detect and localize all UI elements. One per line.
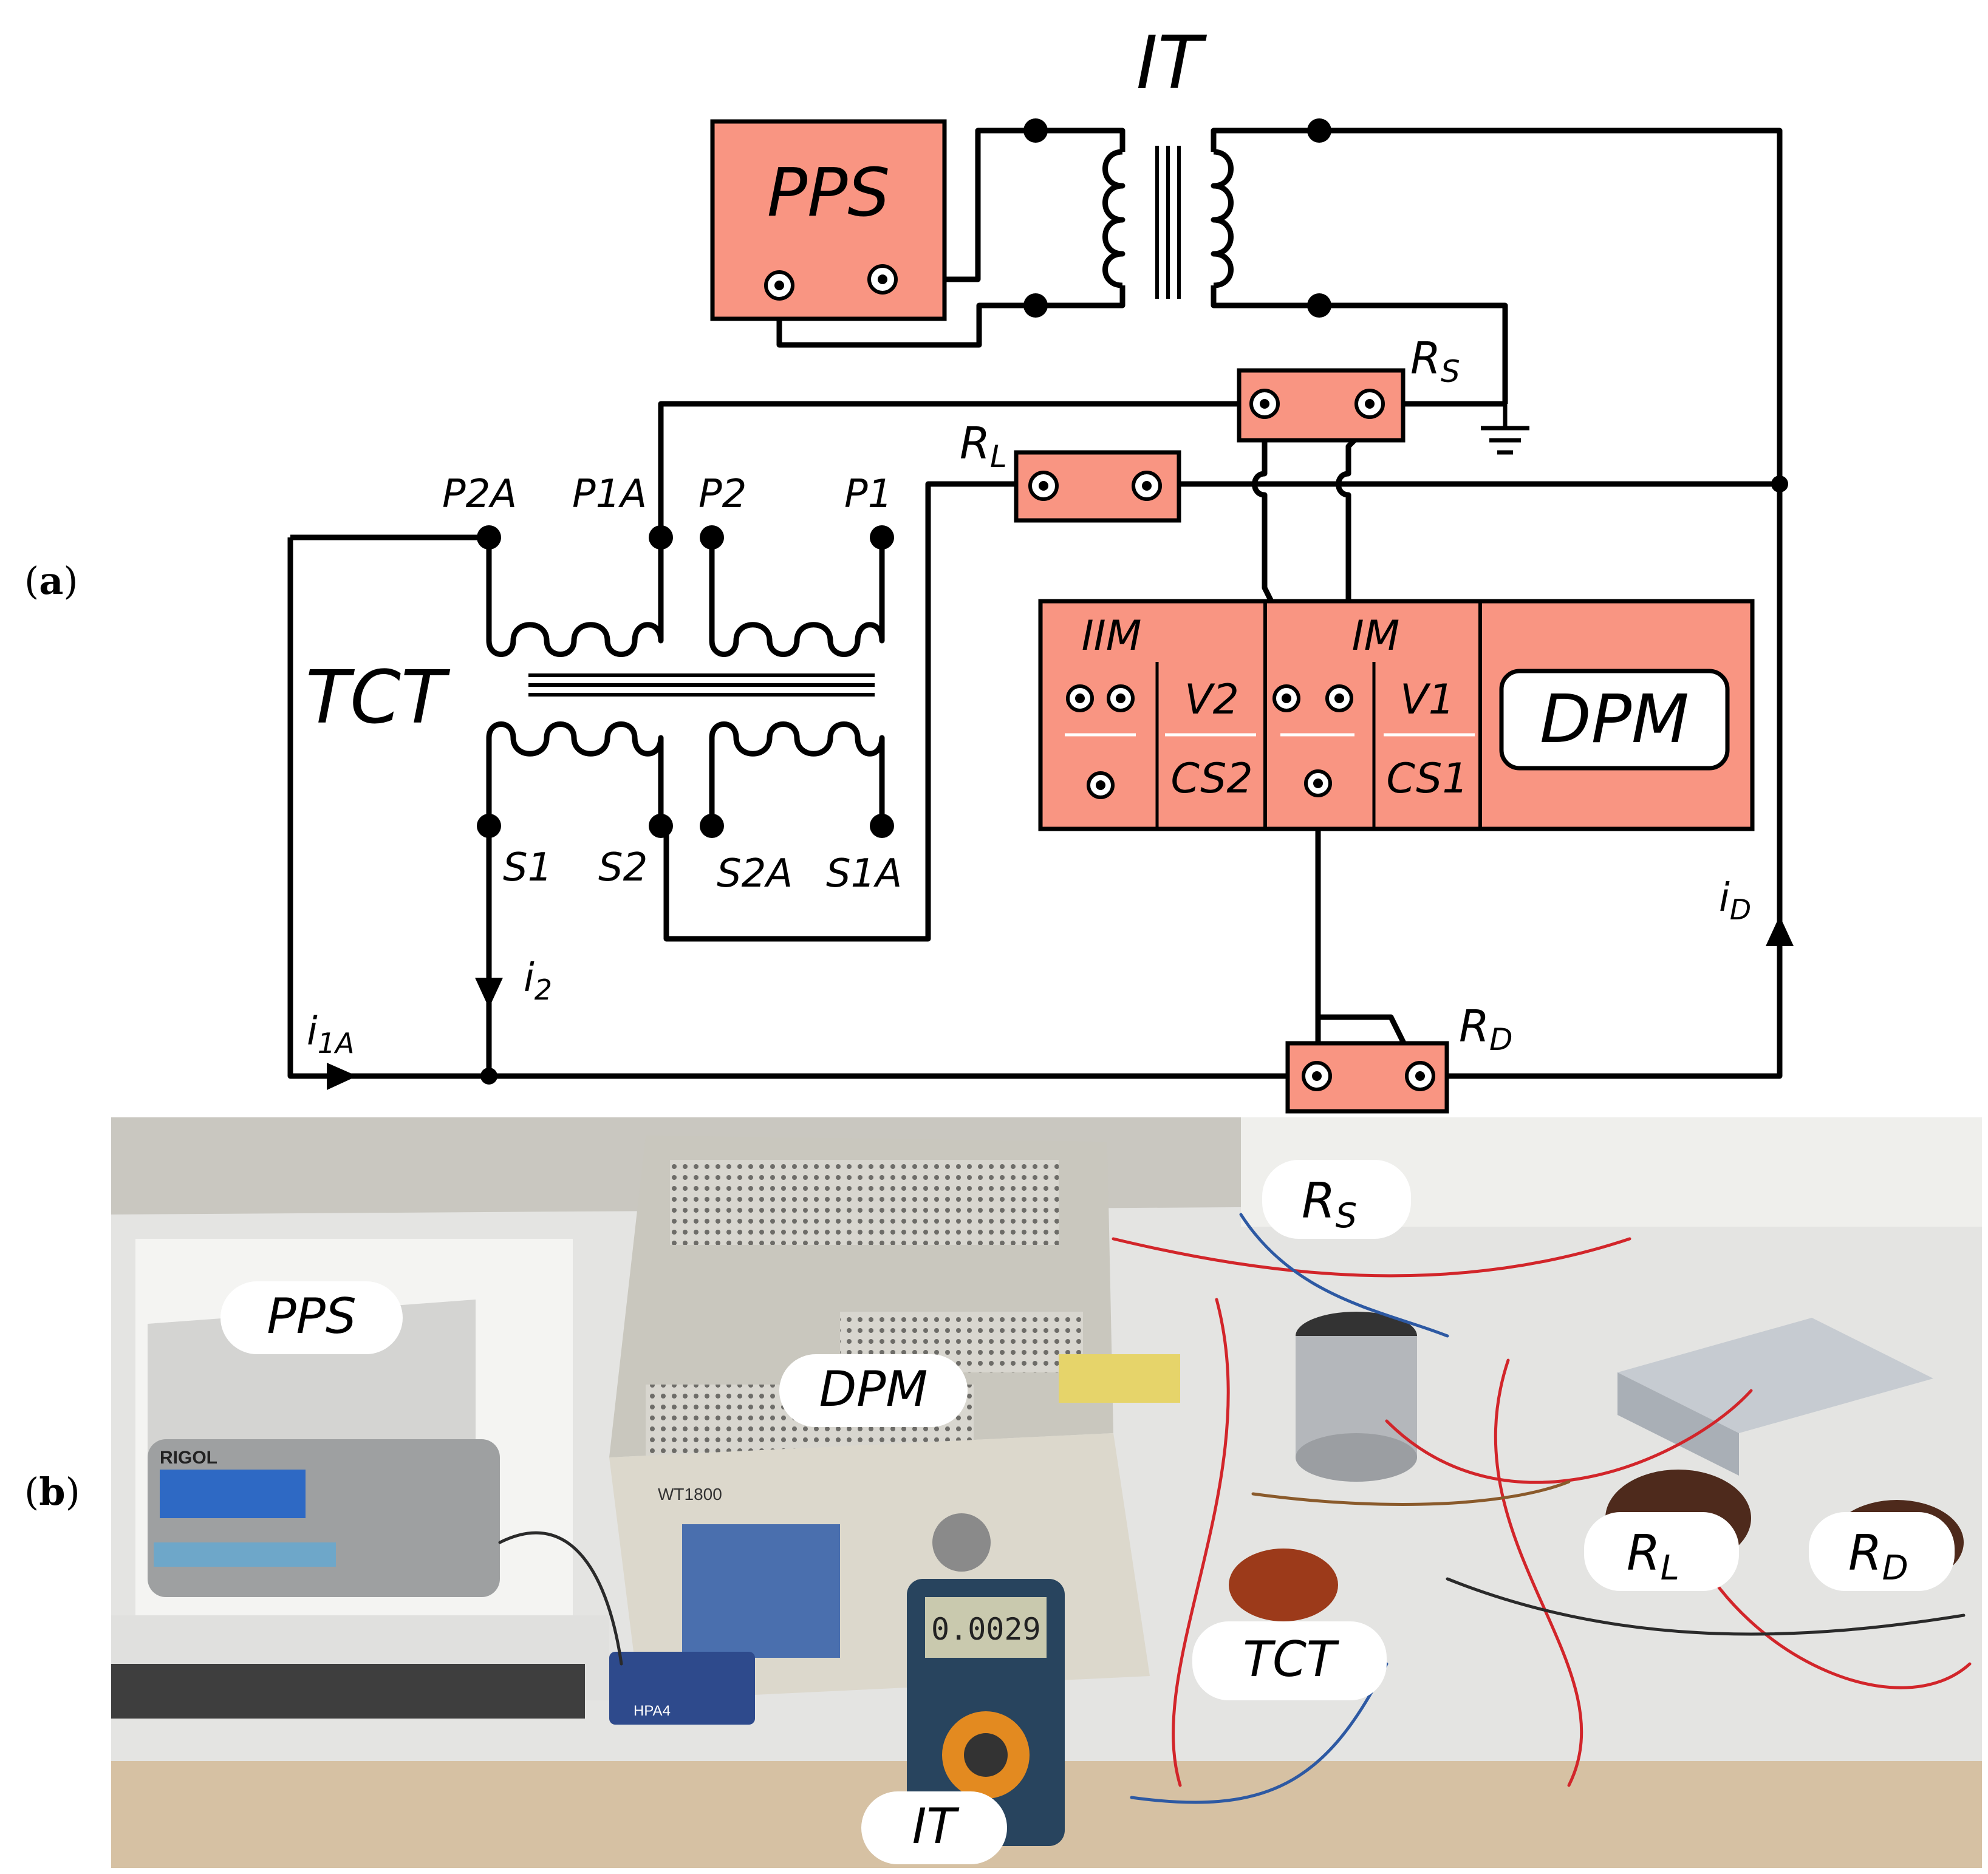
hpa4-model: HPA4 xyxy=(634,1703,671,1719)
tct-terminal-dots xyxy=(477,118,1788,1085)
id-arrow xyxy=(1766,916,1794,946)
im-label: IM xyxy=(1352,612,1400,660)
callout-tct: TCT xyxy=(1192,1621,1387,1700)
svg-text:IT: IT xyxy=(912,1798,960,1855)
setup-photo: RIGOL WT1800 HPA4 0.0029 xyxy=(111,1117,1982,1868)
terminal-p1: P1 xyxy=(844,472,892,517)
terminal-s1a: S1A xyxy=(826,851,902,896)
circuit-diagram: PPS IT RS RL RD xyxy=(287,21,1794,1114)
callout-it: IT xyxy=(861,1791,1007,1864)
terminal-s2a: S2A xyxy=(717,851,793,896)
terminal-p1a: P1A xyxy=(572,472,647,517)
cs1-label: CS1 xyxy=(1386,755,1468,803)
pps-label: PPS xyxy=(767,154,890,231)
rd-terminals xyxy=(1302,1061,1435,1091)
it-label: IT xyxy=(1136,21,1207,106)
rs-device xyxy=(1296,1312,1417,1482)
rl-terminals xyxy=(1028,471,1162,501)
svg-text:PPS: PPS xyxy=(267,1288,356,1344)
i1a-arrow xyxy=(327,1063,357,1090)
terminal-s1: S1 xyxy=(503,845,552,890)
cs2-label: CS2 xyxy=(1170,755,1252,803)
tct-device xyxy=(1229,1549,1338,1621)
svg-text:RL: RL xyxy=(1627,1525,1679,1588)
iim-label: IIM xyxy=(1082,612,1142,660)
rs-terminals xyxy=(1249,389,1385,419)
dpm-model: WT1800 xyxy=(658,1485,722,1504)
hpa4-device: HPA4 xyxy=(609,1652,755,1725)
svg-text:RD: RD xyxy=(1848,1525,1908,1588)
rs-label: RS xyxy=(1410,333,1460,389)
callout-rd: RD xyxy=(1809,1512,1955,1591)
callout-rs: RS xyxy=(1262,1160,1411,1239)
i2-arrow xyxy=(475,978,503,1008)
dpm-box xyxy=(1038,599,1755,831)
pps-brand: RIGOL xyxy=(160,1448,217,1468)
rl-label: RL xyxy=(960,418,1007,474)
pps-terminals xyxy=(764,264,898,301)
i2-label: i2 xyxy=(524,956,552,1006)
callout-rl: RL xyxy=(1584,1512,1739,1591)
panel-label-a: (a) xyxy=(24,559,78,603)
junction-box xyxy=(1617,1318,1933,1433)
i1a-label: i1A xyxy=(307,1009,355,1060)
rd-label: RD xyxy=(1459,1001,1513,1057)
svg-text:RS: RS xyxy=(1302,1173,1357,1236)
multimeter-device: 0.0029 xyxy=(907,1579,1065,1846)
tct-label: TCT xyxy=(306,656,451,740)
dpm-label: DPM xyxy=(1540,680,1689,758)
panel-label-b: (b) xyxy=(24,1470,80,1514)
svg-text:TCT: TCT xyxy=(1243,1631,1340,1688)
terminal-p2a: P2A xyxy=(442,472,517,517)
terminal-p2: P2 xyxy=(699,472,746,517)
id-label: iD xyxy=(1719,876,1751,926)
svg-text:DPM: DPM xyxy=(819,1361,928,1417)
callout-dpm: DPM xyxy=(779,1354,968,1427)
callout-pps: PPS xyxy=(220,1281,403,1354)
pps-box xyxy=(710,119,947,321)
v2-label: V2 xyxy=(1184,676,1239,724)
multimeter-reading: 0.0029 xyxy=(931,1612,1041,1647)
v1-label: V1 xyxy=(1400,676,1455,724)
terminal-s2: S2 xyxy=(598,845,647,890)
